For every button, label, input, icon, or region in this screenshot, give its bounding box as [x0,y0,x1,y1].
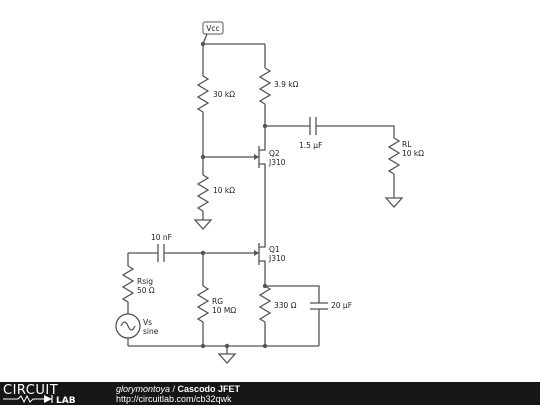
footer-credit: glorymontoya / Cascodo JFET [116,384,240,394]
junction-dot [262,343,268,349]
vcc-terminal[interactable]: Vcc [202,21,224,45]
cascode-jfet-schematic: Vcc 30 kΩ 10 kΩ 3.9 kΩ 1.5 µF RL 10 kΩ Q… [115,21,424,364]
credit-separator: / [170,384,178,394]
ground-symbol-load [384,197,404,208]
q2-name-label: Q2 [269,149,280,158]
rg-value-label: 10 MΩ [212,306,236,315]
rd-label: 3.9 kΩ [274,80,299,89]
rsig-resistor[interactable] [121,265,135,303]
vs-name-label: Vs [143,318,152,327]
rl-value-label: 10 kΩ [402,149,424,158]
cs-capacitor[interactable] [310,302,328,310]
vcc-label: Vcc [206,24,219,33]
circuit-url[interactable]: http://circuitlab.com/cb32qwk [116,394,232,404]
vs-type-label: sine [143,327,159,336]
ground-rail [128,345,319,354]
c-in-label: 10 nF [151,233,172,242]
rl-name-label: RL [402,140,412,149]
rl-resistor[interactable] [387,137,401,175]
c-out-label: 1.5 µF [299,141,322,150]
q1-name-label: Q1 [269,245,280,254]
r-bias-bottom-label: 10 kΩ [213,186,235,195]
circuitlab-logo: CIRCUIT LAB [3,383,76,405]
vs-sine-source[interactable] [115,313,141,339]
rd-resistor[interactable] [258,67,272,105]
rs-label: 330 Ω [274,301,297,310]
c-out-capacitor[interactable] [309,117,317,135]
circuitlab-footer: CIRCUIT LAB glorymontoya / Cascodo JFET … [0,382,540,405]
source-wire [264,267,320,346]
rg-resistor[interactable] [196,285,210,323]
author-name[interactable]: glorymontoya [116,384,171,394]
circuit-title[interactable]: Cascodo JFET [177,384,241,394]
q2-part-label: J310 [268,158,286,167]
r-bias-top-resistor[interactable] [196,75,210,113]
q2-jfet[interactable] [254,145,266,170]
r-bias-top-label: 30 kΩ [213,90,235,99]
input-wire [127,252,254,266]
r-bias-bottom-resistor[interactable] [196,174,210,212]
ground-symbol-bias [193,219,213,230]
output-wire [265,125,395,198]
ground-symbol-main [217,353,237,364]
q1-part-label: J310 [268,254,286,263]
cs-label: 20 µF [331,301,352,310]
junction-dot [224,343,230,349]
rg-name-label: RG [212,297,223,306]
rsig-name-label: Rsig [137,277,153,286]
junction-dot [200,343,206,349]
q1-jfet[interactable] [254,242,266,267]
logo-top-text: CIRCUIT [3,383,58,398]
rs-resistor[interactable] [258,285,272,323]
c-in-capacitor[interactable] [157,244,165,262]
logo-bottom-text: LAB [56,396,76,405]
rsig-value-label: 50 Ω [137,286,155,295]
